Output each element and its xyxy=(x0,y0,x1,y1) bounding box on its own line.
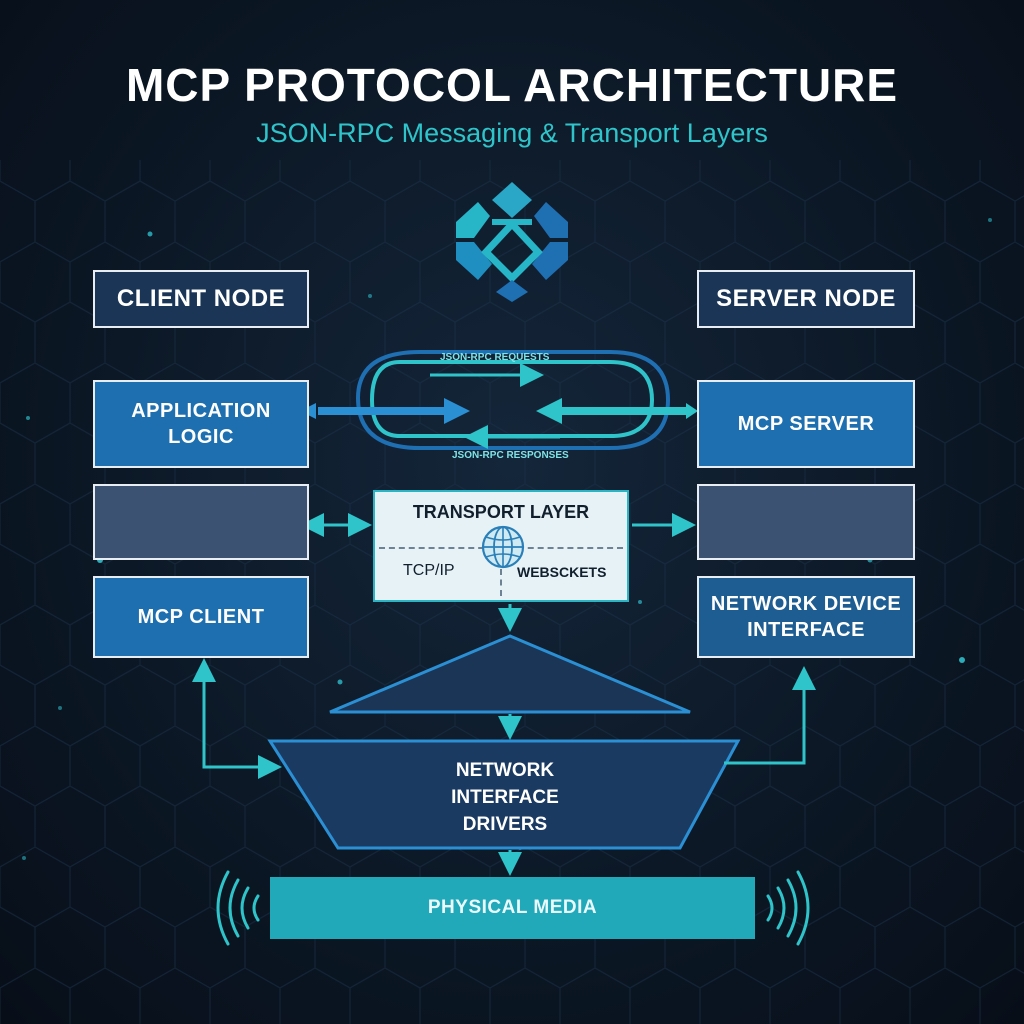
client-node-label: CLIENT NODE xyxy=(93,270,309,328)
server-node-label: SERVER NODE xyxy=(697,270,915,328)
globe-icon xyxy=(481,525,525,569)
network-device-interface-box: NETWORK DEVICE INTERFACE xyxy=(697,576,915,658)
signal-waves-right-icon xyxy=(766,870,810,946)
application-logic-box: APPLICATION LOGIC xyxy=(93,380,309,468)
physical-media-bar: PHYSICAL MEDIA xyxy=(270,877,755,939)
mcp-logo-icon xyxy=(456,182,568,302)
network-interface-drivers-label: NETWORK INTERFACE DRIVERS xyxy=(451,760,559,835)
json-rpc-requests-label: JSON-RPC REQUESTS xyxy=(440,352,550,363)
page-subtitle: JSON-RPC Messaging & Transport Layers xyxy=(256,118,768,148)
tcp-ip-label: TCP/IP xyxy=(403,562,455,579)
mcp-server-box: MCP SERVER xyxy=(697,380,915,468)
server-blank-layer-box xyxy=(697,484,915,560)
client-blank-layer-box xyxy=(93,484,309,560)
mcp-client-box: MCP CLIENT xyxy=(93,576,309,658)
transport-divider-vertical xyxy=(500,548,502,596)
signal-waves-left-icon xyxy=(216,870,260,946)
transport-layer-title: TRANSPORT LAYER xyxy=(412,502,590,522)
websockets-label: WEBSCKETS xyxy=(517,564,607,580)
transport-layer-box: TRANSPORT LAYER TCP/IP WEBSCKETS xyxy=(373,490,629,602)
json-rpc-responses-label: JSON-RPC RESPONSES xyxy=(452,450,569,461)
page-title: MCP PROTOCOL ARCHITECTURE xyxy=(125,59,899,111)
